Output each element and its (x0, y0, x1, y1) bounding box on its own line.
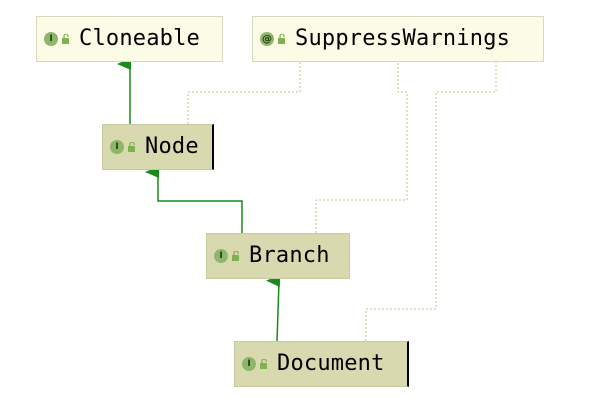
node-suppresswarnings[interactable]: @ SuppressWarnings (252, 16, 544, 62)
node-branch[interactable]: I Branch (206, 233, 350, 279)
node-document[interactable]: I Document (234, 341, 409, 387)
node-node[interactable]: I Node (102, 124, 214, 170)
edge-document-extends-branch (266, 275, 281, 342)
open-lock-icon (62, 34, 69, 44)
annotation-icon: @ (260, 32, 274, 46)
open-lock-icon (260, 359, 267, 369)
node-label: SuppressWarnings (295, 26, 511, 51)
node-label: Document (277, 351, 385, 376)
interface-icon: I (110, 140, 124, 154)
edge-branch-extends-node (145, 166, 243, 233)
node-label: Branch (249, 243, 330, 268)
open-lock-icon (128, 142, 135, 152)
interface-icon: I (214, 249, 228, 263)
open-lock-icon (278, 34, 285, 44)
open-lock-icon (232, 251, 239, 261)
node-label: Cloneable (79, 26, 201, 51)
interface-icon: I (44, 32, 58, 46)
edge-node-suppresswarnings (187, 62, 301, 124)
edge-branch-suppresswarnings (315, 62, 408, 233)
node-cloneable[interactable]: I Cloneable (36, 16, 223, 62)
node-label: Node (145, 134, 199, 159)
edge-document-suppresswarnings (365, 62, 497, 341)
interface-icon: I (242, 357, 256, 371)
